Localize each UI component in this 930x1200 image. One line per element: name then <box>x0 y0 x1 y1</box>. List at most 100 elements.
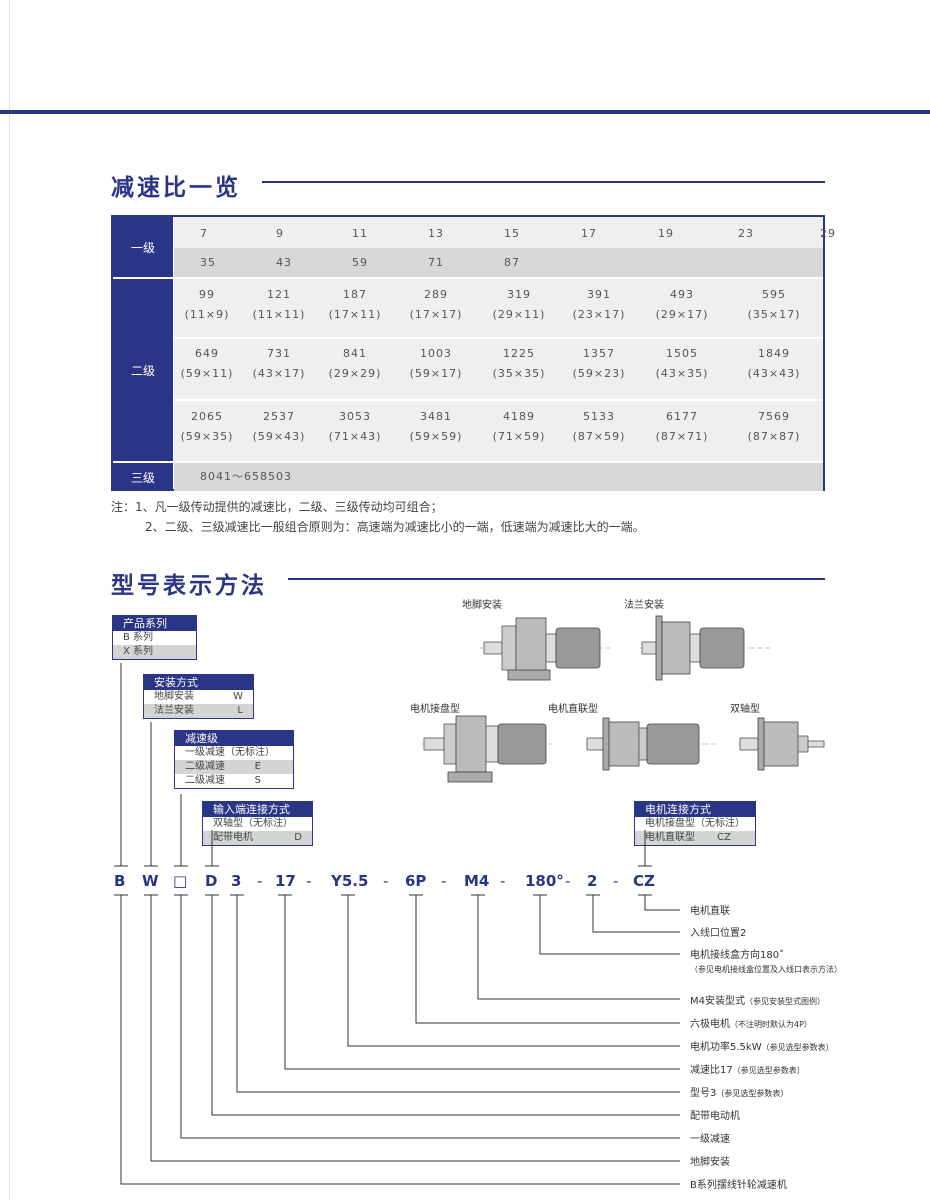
single-ratio-23: 23 <box>738 227 754 240</box>
motor-conn-box-title: 电机连接方式 <box>635 802 755 817</box>
double-ratio-value: 731 <box>267 347 291 360</box>
stage-item-2: 二级减速 <box>185 761 225 772</box>
motor-conn-code-cz: CZ <box>717 832 731 843</box>
double-ratio-value: 649 <box>195 347 219 360</box>
double-ratio-value: 841 <box>343 347 367 360</box>
page-margin-line <box>9 0 10 1200</box>
stage-box: 减速级 一级减速（无标注） 二级减速 E 二级减速 S <box>174 730 294 789</box>
code-segment: 2 <box>587 872 598 890</box>
series-item-x: X 系列 <box>123 646 154 657</box>
desc-power-text: 电机功率5.5kW <box>690 1042 762 1053</box>
code-dash: - <box>613 872 619 890</box>
input-box-title: 输入端连接方式 <box>203 802 312 817</box>
double-ratio-combo: (43×35) <box>655 367 709 380</box>
double-shaft-drawing <box>738 717 828 771</box>
double-ratio-value: 5133 <box>583 410 615 423</box>
desc-type: 型号3（参见选型参数表） <box>690 1084 788 1099</box>
double-ratio-value: 1225 <box>503 347 535 360</box>
series-item-b: B 系列 <box>123 632 154 643</box>
code-segment: □ <box>173 872 188 890</box>
row-label-triple: 三级 <box>113 463 173 491</box>
desc-angle: 电机接线盒方向180˚ <box>690 950 785 961</box>
stage-code-s: S <box>254 775 261 786</box>
double-ratio-combo: (43×17) <box>252 367 306 380</box>
code-dash: - <box>500 872 506 890</box>
desc-ratio: 减速比17（参见选型参数表） <box>690 1061 805 1076</box>
double-ratio-combo: (29×11) <box>492 308 546 321</box>
double-ratio-value: 493 <box>670 288 694 301</box>
double-ratio-value: 2537 <box>263 410 295 423</box>
double-ratio-combo: (59×43) <box>252 430 306 443</box>
desc-series: B系列摆线针轮减速机 <box>690 1180 787 1191</box>
desc-power-note: （参见选型参数表） <box>761 1043 834 1052</box>
double-ratio-value: 3053 <box>339 410 371 423</box>
motor-conn-item-plate: 电机接盘型（无标注） <box>645 818 745 829</box>
desc-six-text: 六极电机 <box>690 1019 730 1030</box>
single-ratio-29: 29 <box>820 227 836 240</box>
single-ratio-87: 87 <box>504 256 520 269</box>
series-box: 产品系列 B 系列 X 系列 <box>112 615 197 660</box>
stage-box-title: 减速级 <box>175 731 293 746</box>
desc-stage1: 一级减速 <box>690 1134 730 1145</box>
img-label-motor-plate: 电机接盘型 <box>410 704 460 715</box>
code-dash: - <box>565 872 571 890</box>
double-ratio-value: 187 <box>343 288 367 301</box>
header-rule <box>0 110 930 114</box>
code-segment: M4 <box>464 872 490 890</box>
double-ratio-value: 1003 <box>420 347 452 360</box>
double-ratio-value: 121 <box>267 288 291 301</box>
code-segment: 6P <box>405 872 427 890</box>
motor-direct-drawing <box>585 717 715 771</box>
note-2: 2、二级、三级减速比一般组合原则为：高速端为减速比小的一端，低速端为减速比大的一… <box>145 520 645 534</box>
motor-plate-drawing <box>422 715 552 783</box>
single-ratio-11: 11 <box>352 227 368 240</box>
code-segment: 3 <box>231 872 242 890</box>
stage-item-1: 一级减速（无标注） <box>185 747 275 758</box>
double-ratio-combo: (59×11) <box>180 367 234 380</box>
double-ratio-combo: (11×9) <box>184 308 230 321</box>
single-ratio-17: 17 <box>581 227 597 240</box>
single-ratio-13: 13 <box>428 227 444 240</box>
desc-foot: 地脚安装 <box>690 1157 730 1168</box>
code-segment: W <box>142 872 159 890</box>
double-ratio-value: 595 <box>762 288 786 301</box>
code-segment: 17 <box>275 872 296 890</box>
double-ratio-combo: (59×17) <box>409 367 463 380</box>
desc-power: 电机功率5.5kW（参见选型参数表） <box>690 1038 834 1053</box>
desc-six-note: （不注明时默认为4P） <box>730 1020 812 1029</box>
double-ratio-combo: (23×17) <box>572 308 626 321</box>
double-ratio-combo: (59×23) <box>572 367 626 380</box>
single-ratio-35: 35 <box>200 256 216 269</box>
code-dash: - <box>257 872 263 890</box>
double-ratio-combo: (29×17) <box>655 308 709 321</box>
ratio-section-rule <box>262 181 825 183</box>
input-item-double: 双轴型（无标注） <box>213 818 293 829</box>
motor-conn-box: 电机连接方式 电机接盘型（无标注） 电机直联型 CZ <box>634 801 756 846</box>
double-ratio-value: 3481 <box>420 410 452 423</box>
double-ratio-combo: (71×59) <box>492 430 546 443</box>
code-segment: CZ <box>633 872 655 890</box>
double-ratio-combo: (17×17) <box>409 308 463 321</box>
model-section-title: 型号表示方法 <box>111 573 267 599</box>
stage-item-3: 二级减速 <box>185 775 225 786</box>
single-ratio-59: 59 <box>352 256 368 269</box>
flange-mount-drawing <box>640 615 770 681</box>
double-ratio-value: 1357 <box>583 347 615 360</box>
desc-ratio-text: 减速比17 <box>690 1065 733 1076</box>
double-ratio-combo: (35×17) <box>747 308 801 321</box>
mount-code-w: W <box>233 691 243 702</box>
img-label-motor-direct: 电机直联型 <box>548 704 598 715</box>
double-ratio-combo: (59×35) <box>180 430 234 443</box>
double-ratio-combo: (71×43) <box>328 430 382 443</box>
double-ratio-combo: (87×71) <box>655 430 709 443</box>
stage-code-e: E <box>254 761 261 772</box>
single-ratio-43: 43 <box>276 256 292 269</box>
mount-box-title: 安装方式 <box>144 675 253 690</box>
double-ratio-value: 1849 <box>758 347 790 360</box>
img-label-flange: 法兰安装 <box>624 600 664 611</box>
motor-conn-item-direct: 电机直联型 <box>645 832 695 843</box>
double-ratio-combo: (87×87) <box>747 430 801 443</box>
double-ratio-value: 4189 <box>503 410 535 423</box>
